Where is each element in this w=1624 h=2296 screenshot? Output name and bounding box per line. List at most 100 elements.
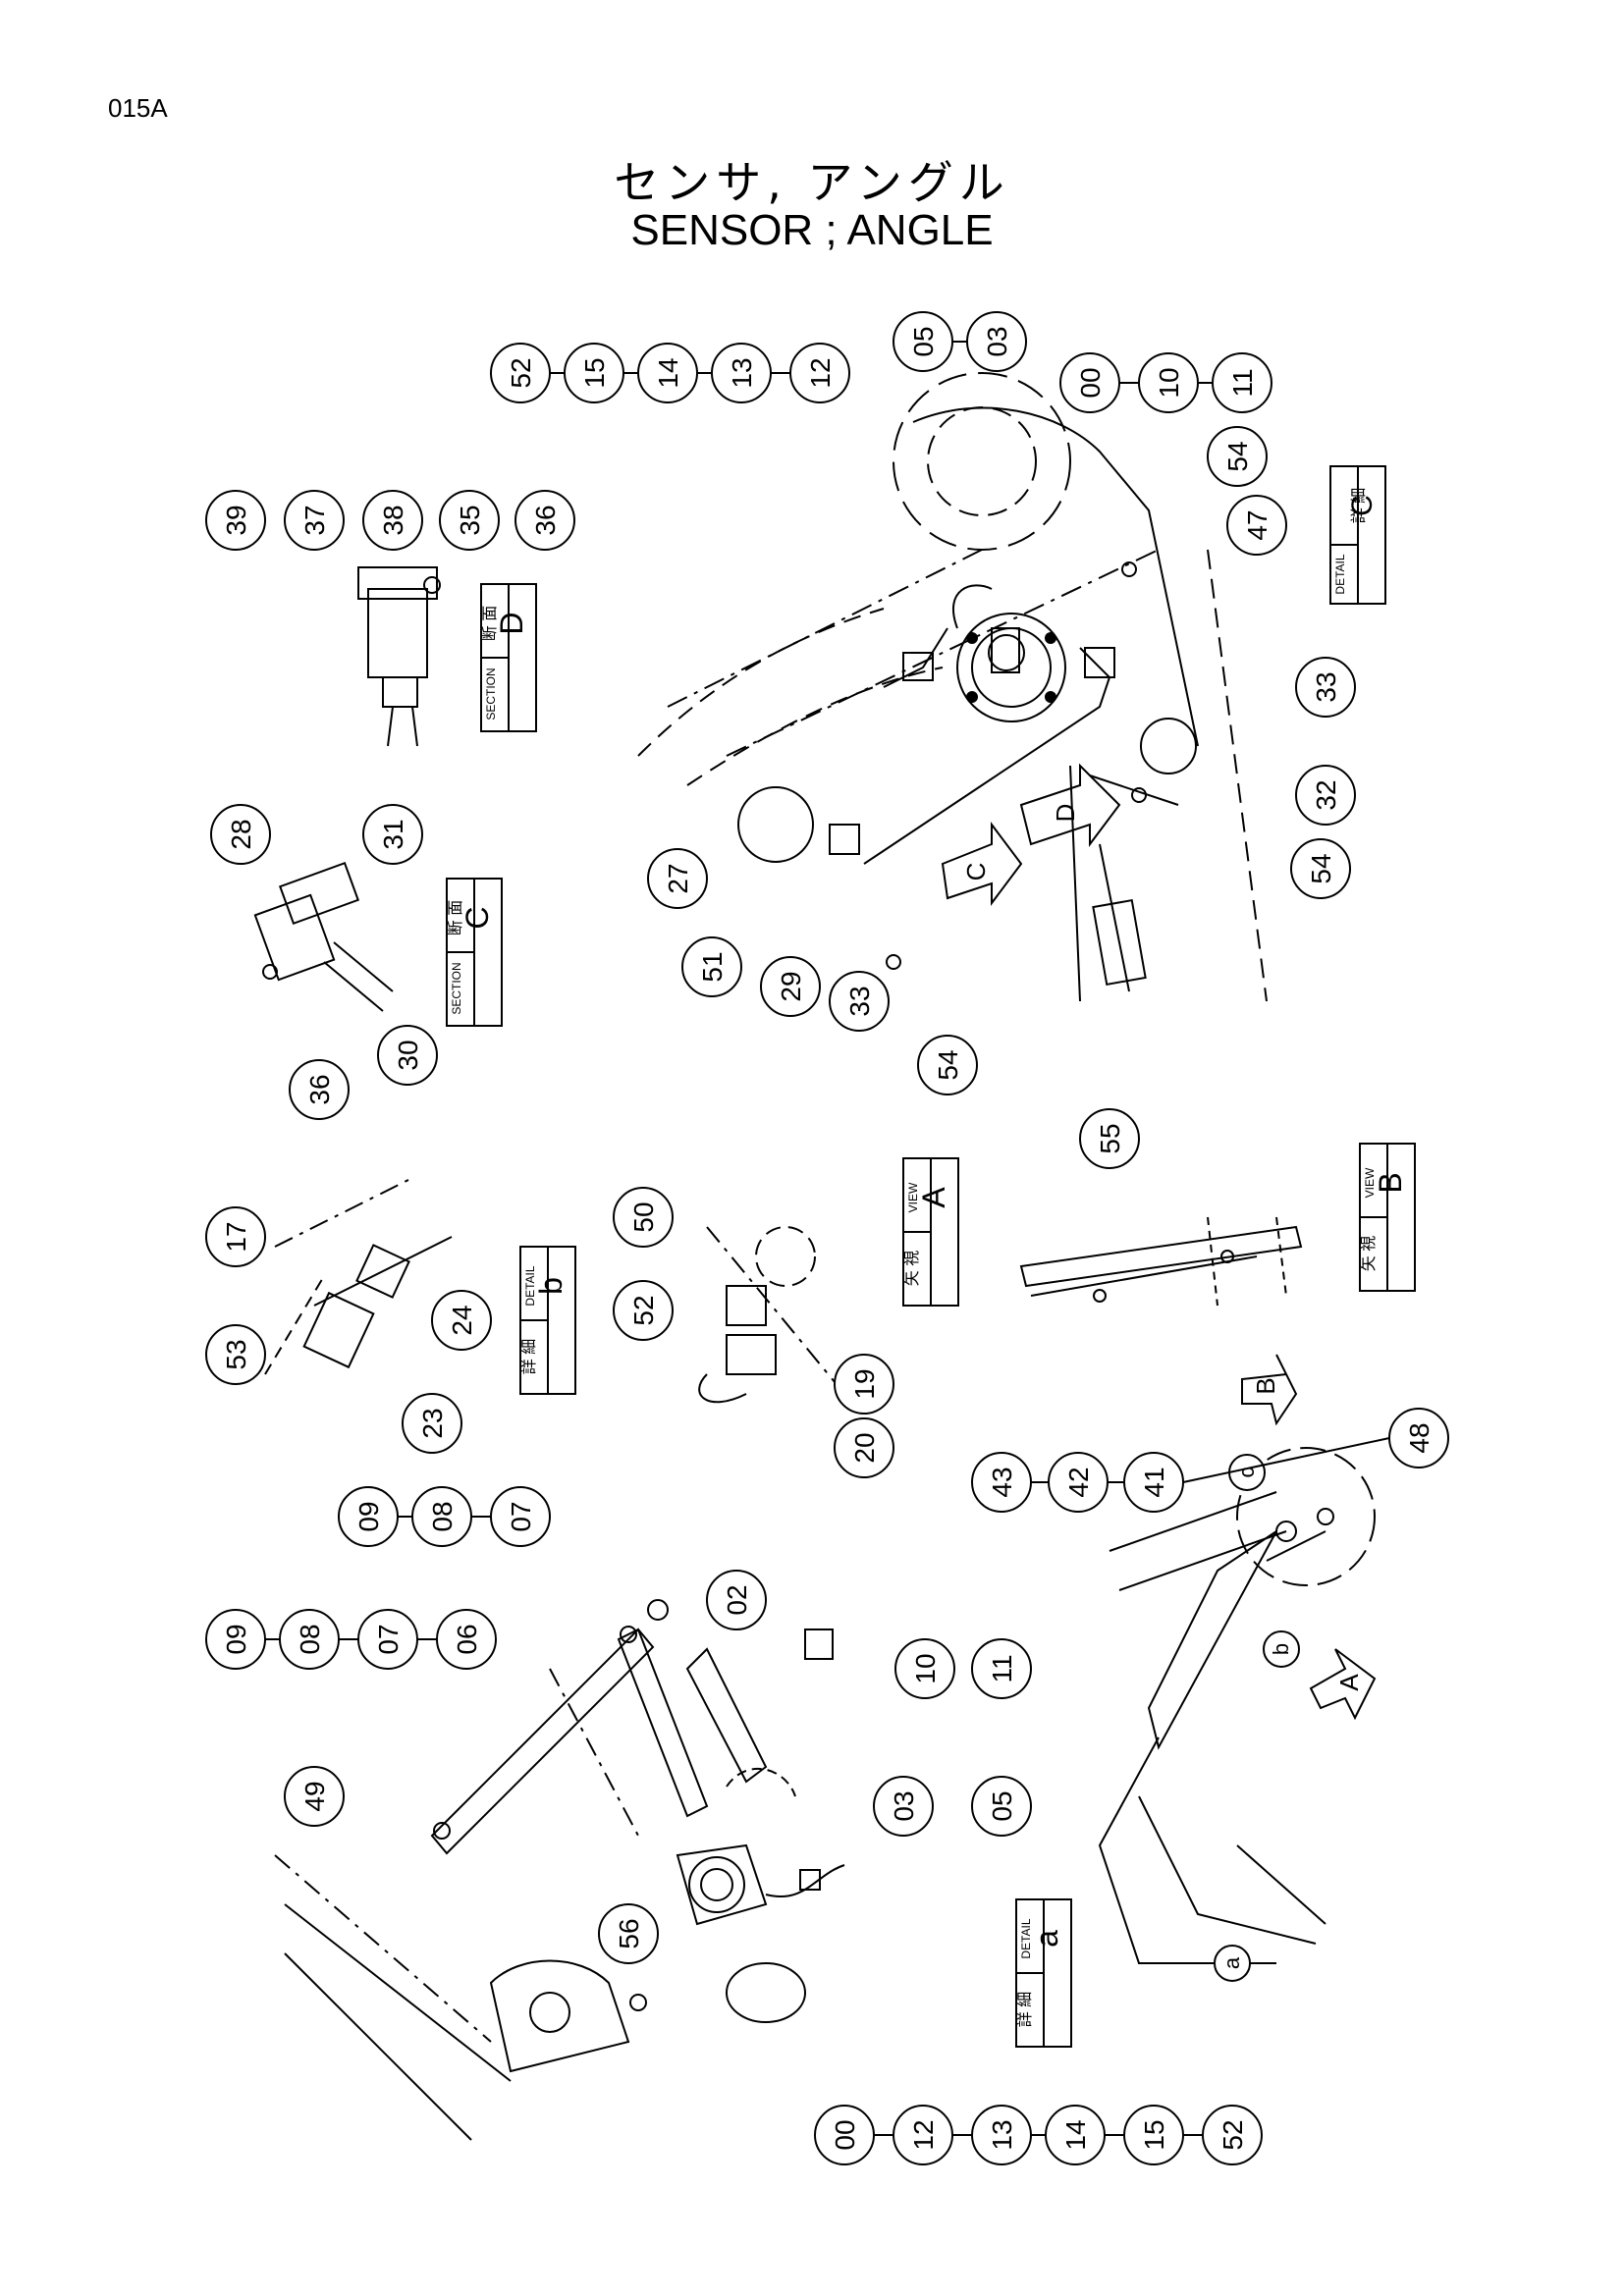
part-balloon-circle: [1079, 1108, 1140, 1169]
part-number-02: 02: [722, 1584, 752, 1615]
part-number-11: 11: [987, 1654, 1017, 1682]
part-number-10: 10: [910, 1653, 941, 1683]
part-number-33: 33: [1311, 671, 1341, 702]
part-number-14: 14: [1060, 2119, 1091, 2150]
part-number-54: 54: [1306, 853, 1336, 883]
part-number-13: 13: [987, 2119, 1017, 2150]
part-number-29: 29: [776, 971, 806, 1001]
part-number-56: 56: [614, 1918, 644, 1949]
part-number-52: 52: [1218, 2119, 1248, 2150]
part-number-00: 00: [830, 2119, 860, 2150]
detail-c-letter: C: [1346, 495, 1379, 516]
part-number-38: 38: [378, 505, 408, 535]
part-number-23: 23: [417, 1408, 448, 1438]
arrow-letters: C D A B: [961, 804, 1364, 1691]
detail-a-letter: a: [1029, 1930, 1064, 1948]
view-b-drawing: [1019, 1216, 1303, 1307]
part-balloon-circle: [205, 1206, 266, 1267]
part-number-09: 09: [353, 1501, 384, 1531]
section-c-label: 断 面 SECTION C: [446, 878, 503, 1027]
part-balloon-circle: [284, 1766, 345, 1827]
part-balloon-circle: [1212, 352, 1272, 413]
part-balloon-circle: [613, 1280, 674, 1341]
part-balloon-circle: [431, 1290, 492, 1351]
part-balloon-circle: [834, 1354, 894, 1415]
balloon-connector: [1182, 1437, 1390, 1483]
part-balloon-circle: [966, 311, 1027, 372]
arrow-b-letter: B: [1251, 1377, 1280, 1394]
arrow-d-letter: D: [1051, 804, 1080, 823]
section-c-kanji: 断 面: [447, 900, 464, 935]
arm-drawing: [1098, 1354, 1377, 1964]
part-balloon-circle: [377, 1025, 438, 1086]
part-number-15: 15: [1139, 2119, 1169, 2150]
view-b-letter: B: [1373, 1172, 1408, 1193]
part-number-12: 12: [805, 357, 836, 388]
page-code: 015A: [108, 93, 168, 123]
part-number-55: 55: [1095, 1123, 1125, 1153]
part-number-54: 54: [933, 1049, 963, 1080]
detail-c-assembly: [637, 372, 1268, 1002]
part-number-50: 50: [628, 1201, 659, 1232]
view-a-drawing: [698, 1226, 845, 1404]
part-number-52: 52: [506, 357, 536, 388]
part-number-28: 28: [226, 819, 256, 849]
part-balloon-circle: [647, 848, 708, 909]
part-balloon-circle: [436, 1609, 497, 1670]
part-number-52: 52: [628, 1295, 659, 1325]
part-number-08: 08: [427, 1501, 458, 1531]
part-balloon-circle: [1202, 2105, 1263, 2165]
section-c-letter: C: [460, 906, 495, 929]
part-balloon-circle: [1295, 765, 1356, 826]
part-balloon-circle: [205, 1324, 266, 1385]
small-c-letter: c: [1234, 1468, 1259, 1478]
part-balloon-circle: [514, 490, 575, 551]
part-balloon-circle: [362, 804, 423, 865]
part-balloon-circle: [362, 490, 423, 551]
part-balloon-circle: [971, 1638, 1032, 1699]
part-balloon-circle: [1388, 1408, 1449, 1468]
part-balloon-circle: [681, 936, 742, 997]
part-balloon-circle: [829, 971, 890, 1032]
section-d-drawing: [357, 566, 441, 747]
section-d-en: SECTION: [484, 667, 498, 720]
detail-c-kanji: 詳 細: [1350, 488, 1368, 523]
linkage-drawing: [274, 1599, 845, 2141]
part-balloon-circle: [873, 1776, 934, 1837]
part-number-41: 41: [1139, 1467, 1169, 1497]
label-boxes: 詳 細 DETAIL C 断 面 SECTION D 断 面 SECTION C…: [446, 465, 1416, 2048]
detail-b-drawing: [264, 1177, 453, 1375]
section-d-letter: D: [494, 612, 529, 634]
part-balloon-circle: [706, 1570, 767, 1630]
part-number-48: 48: [1404, 1422, 1435, 1453]
detail-a-label: 詳 細 DETAIL a: [1015, 1898, 1072, 2048]
view-b-label: 矢 視 VIEW B: [1359, 1143, 1416, 1292]
part-balloon-circle: [289, 1059, 350, 1120]
part-balloon-circle: [439, 490, 500, 551]
part-balloon-circle: [402, 1393, 462, 1454]
view-b-en: VIEW: [1363, 1167, 1377, 1198]
view-a-letter: A: [916, 1187, 951, 1208]
part-balloon-circle: [284, 490, 345, 551]
detail-c-label: 詳 細 DETAIL C: [1329, 465, 1386, 605]
part-number-54: 54: [1222, 441, 1253, 471]
part-number-49: 49: [299, 1781, 330, 1811]
part-number-33: 33: [844, 986, 875, 1016]
part-number-05: 05: [908, 326, 939, 356]
detail-c-en: DETAIL: [1333, 554, 1347, 594]
part-number-14: 14: [653, 357, 683, 388]
part-balloon-circle: [1226, 495, 1287, 556]
detail-b-letter: b: [533, 1277, 568, 1295]
view-a-label: 矢 視 VIEW A: [902, 1157, 959, 1307]
part-number-03: 03: [889, 1790, 919, 1821]
part-number-15: 15: [579, 357, 610, 388]
part-number-20: 20: [849, 1432, 880, 1463]
part-number-37: 37: [299, 505, 330, 535]
part-balloon-circle: [205, 490, 266, 551]
small-a-letter: a: [1219, 1956, 1244, 1969]
small-letter-balloons: c b a: [1214, 1454, 1300, 1982]
part-balloon-circle: [1207, 426, 1268, 487]
part-number-05: 05: [987, 1790, 1017, 1821]
part-balloon-circle: [834, 1417, 894, 1478]
part-number-51: 51: [697, 951, 728, 982]
